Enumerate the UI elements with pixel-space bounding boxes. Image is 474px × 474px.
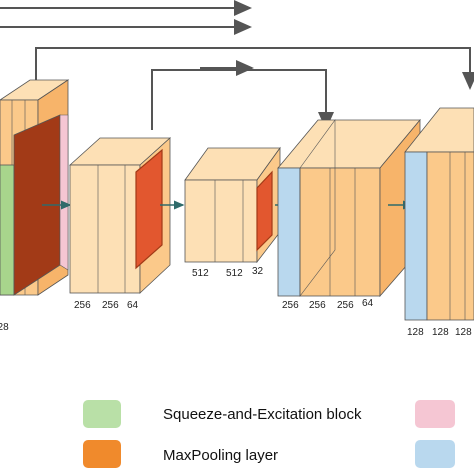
maxpool-layer-2 <box>135 148 163 270</box>
decoder-block-5: 128 128 128 <box>404 107 474 338</box>
encoder-block-2: 256 256 64 <box>68 137 172 311</box>
dim-label-b1-0: 128 <box>0 322 9 333</box>
legend-swatch-se <box>83 400 121 428</box>
upsample-layer-4 <box>277 167 301 297</box>
dim-label-b2-2: 64 <box>127 300 139 311</box>
skip-arrow-block1-to-block5 <box>35 47 474 98</box>
skip-connection-arrows <box>0 0 474 130</box>
se-block-layer <box>0 164 15 296</box>
legend-swatch-pink <box>415 400 455 428</box>
skip-arrow-block2-to-block4 <box>151 69 334 130</box>
dim-label-b2-0: 256 <box>74 300 91 311</box>
legend-label-maxpool: MaxPooling layer <box>163 447 278 464</box>
legend-label-se: Squeeze-and-Excitation block <box>163 406 362 423</box>
legend-swatch-blue <box>415 440 455 468</box>
dim-label-b5-2: 128 <box>455 327 472 338</box>
decoder-block-4: 256 256 256 64 <box>277 118 421 311</box>
dim-label-b4-2: 256 <box>337 300 354 311</box>
bottleneck-block-3: 512 512 32 <box>184 146 281 279</box>
dim-label-b5-0: 128 <box>407 327 424 338</box>
dim-label-b4-3: 64 <box>362 298 374 309</box>
dim-label-b3-0: 512 <box>192 268 209 279</box>
dim-label-b4-1: 256 <box>309 300 326 311</box>
maxpool-layer-3 <box>256 170 273 252</box>
dim-label-b4-0: 256 <box>282 300 299 311</box>
dim-label-b5-1: 128 <box>432 327 449 338</box>
legend: Squeeze-and-Excitation block MaxPooling … <box>83 400 455 468</box>
legend-swatch-maxpool <box>83 440 121 468</box>
encoder-block-1: 128 <box>0 79 70 333</box>
upsample-layer-5 <box>404 151 428 321</box>
dim-label-b2-1: 256 <box>102 300 119 311</box>
dim-label-b3-1: 512 <box>226 268 243 279</box>
dim-label-b3-2: 32 <box>252 266 264 277</box>
